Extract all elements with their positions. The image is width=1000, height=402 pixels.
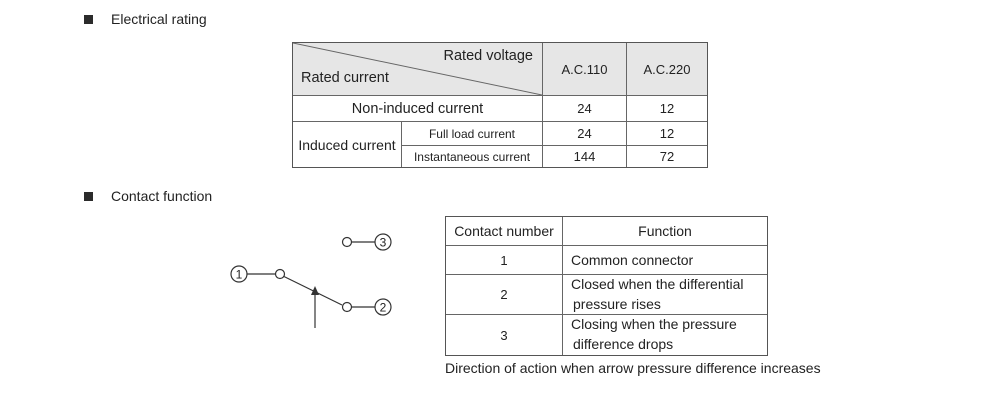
terminal-3-label: 3 [380,236,387,250]
contact-point-2 [341,301,353,313]
square-bullet-icon [84,14,93,24]
header-diagonal-line [293,43,542,95]
terminal-1-label: 1 [236,268,243,282]
section-heading-electrical-rating: Electrical rating [84,11,207,27]
non-induced-current-label: Non-induced current [351,100,484,117]
table-cell: 144 [573,149,596,164]
table-cell: 24 [577,126,592,141]
contact-function-table: Contact number Function 1 Common connect… [445,216,768,356]
table-cell: 12 [659,101,675,116]
section-heading-contact-function: Contact function [84,188,212,204]
table-cell: 24 [577,101,592,116]
contact-number-header: Contact number [454,223,554,239]
table-cell: 12 [659,126,675,141]
square-bullet-icon [84,191,93,201]
terminal-2-label: 2 [380,301,387,315]
contact-number-cell: 1 [500,252,508,268]
full-load-current-label: Full load current [428,126,516,141]
instantaneous-current-label: Instantaneous current [413,149,531,164]
function-header: Function [638,223,692,239]
terminal-2-circle [374,298,392,316]
terminal-3-circle [374,233,392,251]
contact-point-3 [341,236,353,248]
voltage-header-ac220: A.C.220 [643,61,691,77]
rated-current-header: Rated current [301,70,389,86]
function-cell: Closing when the pressure difference dro… [571,316,737,352]
function-cell: Closed when the differential pressure ri… [571,276,744,312]
switch-contact-diagram: 3 1 2 [230,233,392,328]
table-cell: 72 [659,149,675,164]
section-title: Electrical rating [111,11,207,27]
electrical-rating-table: Rated voltage Rated current A.C.110 A.C.… [292,42,708,168]
voltage-header-ac110: A.C.110 [561,61,608,77]
contact-point-common [274,268,286,280]
induced-current-label: Induced current [298,136,396,153]
function-cell: Common connector [571,252,694,268]
contact-number-cell: 2 [500,287,508,302]
rated-voltage-header: Rated voltage [443,48,533,64]
contact-number-cell: 3 [500,327,508,343]
direction-note: Direction of action when arrow pressure … [445,360,821,376]
section-title: Contact function [111,188,213,204]
up-arrow-icon [311,286,319,295]
